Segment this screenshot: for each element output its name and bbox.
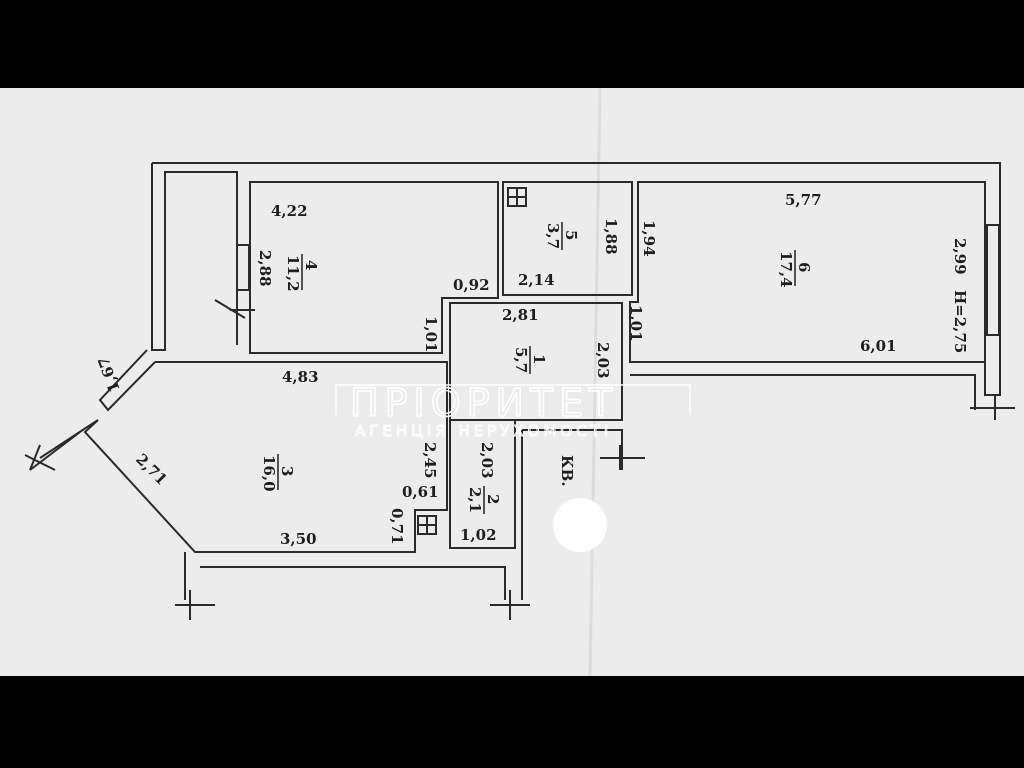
- dim-r3-right: 2,45: [421, 442, 439, 479]
- watermark-subtitle: АГЕНЦІЯ НЕРУХОМОСТІ: [355, 422, 612, 440]
- dim-r5-height: 1,88: [602, 218, 620, 255]
- paper-fold: [588, 87, 602, 677]
- room-number: 3: [278, 466, 296, 476]
- room-number: 4: [302, 260, 320, 270]
- dim-r4-niche: 0,92: [453, 276, 490, 294]
- dim-r4-width: 4,22: [271, 202, 308, 220]
- dim-hall-width: 2,81: [502, 306, 539, 324]
- redaction-dot: [553, 498, 607, 552]
- dim-r3-niche-width: 0,61: [402, 483, 439, 501]
- dim-hall-right: 1,01: [627, 305, 645, 342]
- apartment-label: КВ.: [558, 455, 576, 487]
- room-number: 6: [795, 262, 813, 272]
- dim-r6-left: 1,94: [640, 220, 658, 257]
- watermark-title: ПРІОРИТЕТ: [350, 381, 618, 425]
- room-area: 17,4: [777, 251, 795, 288]
- dim-r6-top: 5,77: [785, 191, 822, 209]
- dim-r4-height: 2,88: [256, 250, 274, 287]
- room-1-label: 1 5,7: [512, 346, 548, 374]
- dim-hall-height: 2,03: [594, 342, 612, 379]
- dim-r6-right: 2,99: [951, 238, 969, 275]
- walls: [24, 162, 1015, 620]
- dim-r3-bottom: 3,50: [280, 530, 317, 548]
- room-area: 11,2: [284, 255, 302, 292]
- room-6-label: 6 17,4: [777, 250, 813, 288]
- room-area: 2,1: [466, 487, 484, 513]
- room-area: 5,7: [512, 347, 530, 373]
- ceiling-height: H=2,75: [951, 290, 969, 353]
- room-area: 16,0: [260, 455, 278, 492]
- room-4-label: 4 11,2: [284, 254, 320, 292]
- dim-r3-top: 4,83: [282, 368, 319, 386]
- dim-r4-door: 1,01: [422, 316, 440, 353]
- dim-r2-width: 1,02: [460, 526, 497, 544]
- paper-sheet: [0, 88, 1024, 676]
- room-labels: 4 11,2 5 3,7 6 17,4 1 5,7 3 16,0 2 2,1: [260, 222, 813, 514]
- room-2-label: 2 2,1: [466, 486, 502, 514]
- dim-r3-niche-height: 0,71: [388, 508, 406, 545]
- room-number: 2: [484, 494, 502, 504]
- room-5-label: 5 3,7: [544, 222, 580, 250]
- room-number: 1: [530, 354, 548, 364]
- room-number: 5: [562, 230, 580, 240]
- watermark: ПРІОРИТЕТ АГЕНЦІЯ НЕРУХОМОСТІ: [335, 380, 691, 441]
- dim-r2-height: 2,03: [478, 442, 496, 479]
- dim-r5-width: 2,14: [518, 271, 555, 289]
- room-3-label: 3 16,0: [260, 454, 296, 492]
- dim-r6-bottom: 6,01: [860, 337, 897, 355]
- room-area: 3,7: [544, 223, 562, 249]
